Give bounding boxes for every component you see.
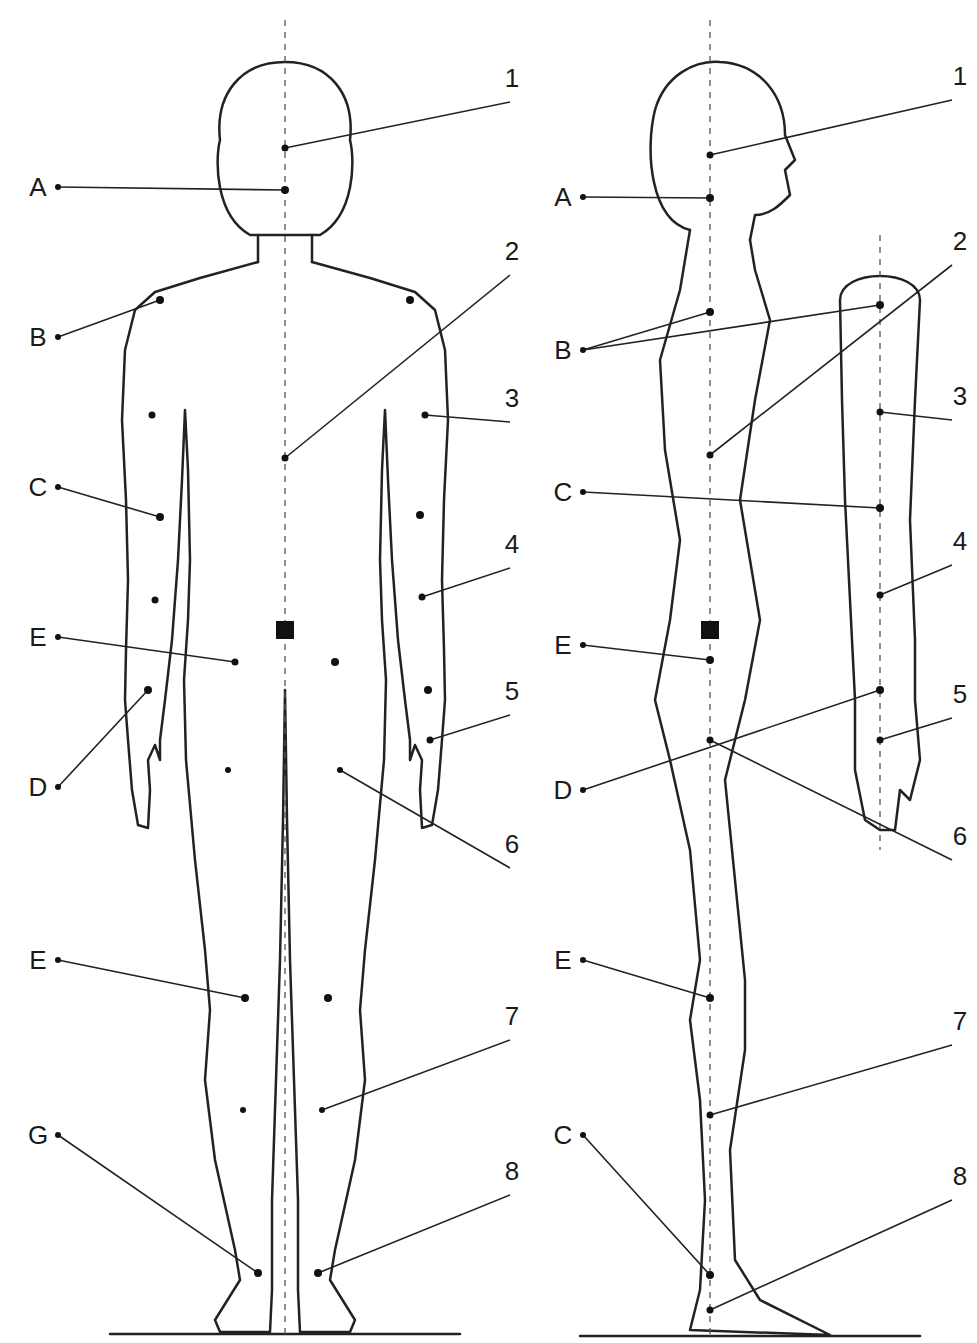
callout-letter: C — [552, 1121, 575, 1149]
callout-letter: E — [552, 946, 573, 974]
callout-letter: C — [552, 478, 575, 506]
callout-letter: B — [27, 323, 48, 351]
callout-number: 7 — [503, 1002, 521, 1030]
callout-number: 1 — [503, 64, 521, 92]
side-body — [655, 230, 830, 1335]
leader-lines — [58, 100, 952, 1310]
callout-letter: A — [552, 183, 573, 211]
callout-number: 2 — [951, 227, 969, 255]
callout-letter: B — [552, 336, 573, 364]
front-axis — [284, 20, 285, 1334]
callout-letter: C — [27, 473, 50, 501]
front-head — [218, 62, 353, 235]
callout-letter: E — [27, 946, 48, 974]
callout-letter: E — [27, 623, 48, 651]
callout-letter: D — [27, 773, 50, 801]
callout-number: 1 — [951, 62, 969, 90]
callout-number: 3 — [503, 384, 521, 412]
landmark-dots — [55, 145, 884, 1314]
callout-letter: G — [26, 1121, 50, 1149]
callout-number: 7 — [951, 1007, 969, 1035]
arm-axis — [879, 235, 880, 850]
callout-number: 6 — [503, 830, 521, 858]
callout-letter: E — [552, 631, 573, 659]
callout-number: 4 — [503, 530, 521, 558]
callout-number: 8 — [951, 1162, 969, 1190]
callout-letter: D — [552, 776, 575, 804]
callout-number: 6 — [951, 822, 969, 850]
ground-line — [110, 1334, 920, 1336]
callout-number: 2 — [503, 237, 521, 265]
callout-number: 3 — [951, 382, 969, 410]
callout-letter: A — [27, 173, 48, 201]
callout-number: 5 — [951, 680, 969, 708]
side-head — [651, 62, 795, 240]
side-axis — [709, 20, 710, 1334]
callout-number: 8 — [503, 1157, 521, 1185]
front-body — [122, 262, 448, 1332]
callout-number: 4 — [951, 527, 969, 555]
callout-number: 5 — [503, 677, 521, 705]
